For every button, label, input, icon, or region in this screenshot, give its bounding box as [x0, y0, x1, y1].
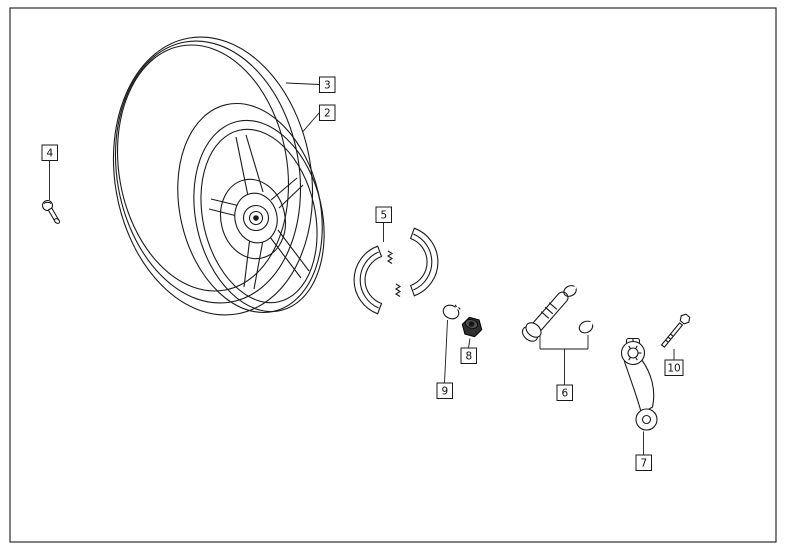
return-spring-upper — [386, 250, 394, 264]
snap-ring-large-drawing — [578, 320, 594, 334]
callout-6-number: 6 — [561, 388, 568, 400]
circlip-drawing — [442, 304, 461, 320]
tire-valve-drawing — [41, 199, 61, 224]
spoke-line — [243, 236, 251, 288]
tire-tread-line — [114, 40, 302, 304]
callout-9-number: 9 — [441, 386, 448, 398]
callout-6-box[interactable] — [556, 384, 573, 401]
spoke-line — [278, 184, 304, 209]
callout-7[interactable]: 7 — [635, 454, 652, 471]
leader-line-8 — [468, 338, 471, 349]
tire-tread-line-2 — [116, 44, 290, 292]
circlip-ring — [442, 304, 460, 320]
spoke-line — [270, 177, 298, 201]
axle-thread-line — [548, 302, 558, 310]
spoke-line — [269, 236, 302, 279]
leader-line-9 — [444, 319, 448, 384]
callout-7-number: 7 — [640, 458, 647, 470]
callout-10-number: 10 — [667, 363, 680, 375]
callout-4-number: 4 — [46, 148, 53, 160]
axle-head — [525, 322, 542, 338]
spline-tick — [628, 345, 631, 349]
callout-8-box[interactable] — [460, 347, 477, 364]
wheel-hub — [234, 192, 278, 244]
callout-5[interactable]: 5 — [375, 206, 392, 223]
axle-drawing — [521, 291, 569, 342]
callout-4-box[interactable] — [41, 144, 58, 161]
rim-outer-edge — [193, 119, 325, 313]
bolt-thread-line — [670, 333, 674, 337]
brake-arm-eye-hole — [641, 414, 652, 425]
page-border — [9, 7, 777, 543]
brake-shoe-right-lining — [413, 233, 433, 291]
tire-outer-edge — [112, 36, 314, 316]
snap-ring-small-drawing — [563, 285, 577, 297]
callout-2-number: 2 — [324, 108, 331, 120]
callout-9-box[interactable] — [436, 382, 453, 399]
brake-shoe-left-lining — [359, 251, 379, 309]
callout-9[interactable]: 9 — [436, 382, 453, 399]
rear-wheel-drawing — [112, 36, 325, 316]
callout-10-box[interactable] — [664, 359, 684, 376]
callout-5-number: 5 — [380, 210, 387, 222]
spline-tick — [635, 357, 638, 361]
nut-hole — [468, 321, 475, 327]
wheel-rim-drawing — [193, 119, 325, 313]
callout-3-number: 3 — [324, 80, 331, 92]
callout-2[interactable]: 2 — [319, 104, 336, 121]
callout-6[interactable]: 6 — [556, 384, 573, 401]
callout-8[interactable]: 8 — [460, 347, 477, 364]
snap-ring-large — [578, 320, 594, 334]
hub-center — [253, 215, 259, 221]
callouts: 3 2 4 5 9 8 6 7 — [41, 76, 684, 471]
spoke-line — [253, 239, 264, 290]
callout-5-box[interactable] — [375, 206, 392, 223]
callout-7-box[interactable] — [635, 454, 652, 471]
brake-arm-spline-hole — [627, 347, 639, 359]
spline-tick — [635, 345, 638, 349]
callout-8-number: 8 — [465, 351, 472, 363]
brake-drum-edge — [219, 178, 287, 260]
callout-3[interactable]: 3 — [319, 76, 336, 93]
axle-thread-line — [540, 311, 550, 319]
brake-arm-body — [623, 358, 655, 415]
leader-lines — [49, 82, 675, 455]
return-spring-lower — [394, 283, 402, 297]
brake-shoes-drawing — [353, 227, 439, 315]
leader-line-2 — [302, 112, 320, 133]
snap-ring-small-gap — [572, 286, 577, 290]
rim-inner-edge — [200, 128, 318, 304]
brake-shoe-right — [409, 227, 439, 297]
bolt-thread-line — [667, 336, 672, 340]
bolt-thread-line — [665, 339, 669, 343]
spoke-line — [235, 136, 249, 197]
brake-arm-drawing — [620, 337, 658, 431]
snap-ring-large-gap — [589, 321, 593, 326]
bolt-head — [679, 313, 691, 325]
callout-10[interactable]: 10 — [664, 359, 684, 376]
leader-line-3 — [285, 82, 320, 85]
bolt-drawing — [660, 313, 691, 348]
brake-shoe-left — [353, 245, 383, 315]
axle-thread-line — [544, 306, 554, 315]
callout-4[interactable]: 4 — [41, 144, 58, 161]
callout-3-box[interactable] — [319, 76, 336, 93]
valve-base — [53, 218, 61, 224]
valve-cap-line — [43, 201, 52, 204]
spoke-line — [245, 134, 264, 193]
callout-2-box[interactable] — [319, 104, 336, 121]
nut-drawing — [461, 316, 483, 338]
spline-tick — [628, 357, 631, 361]
circlip-gap-tick — [454, 304, 458, 308]
leader-line-6 — [539, 335, 589, 385]
spoke-line — [277, 229, 310, 272]
circlip-gap-tick — [458, 307, 461, 310]
